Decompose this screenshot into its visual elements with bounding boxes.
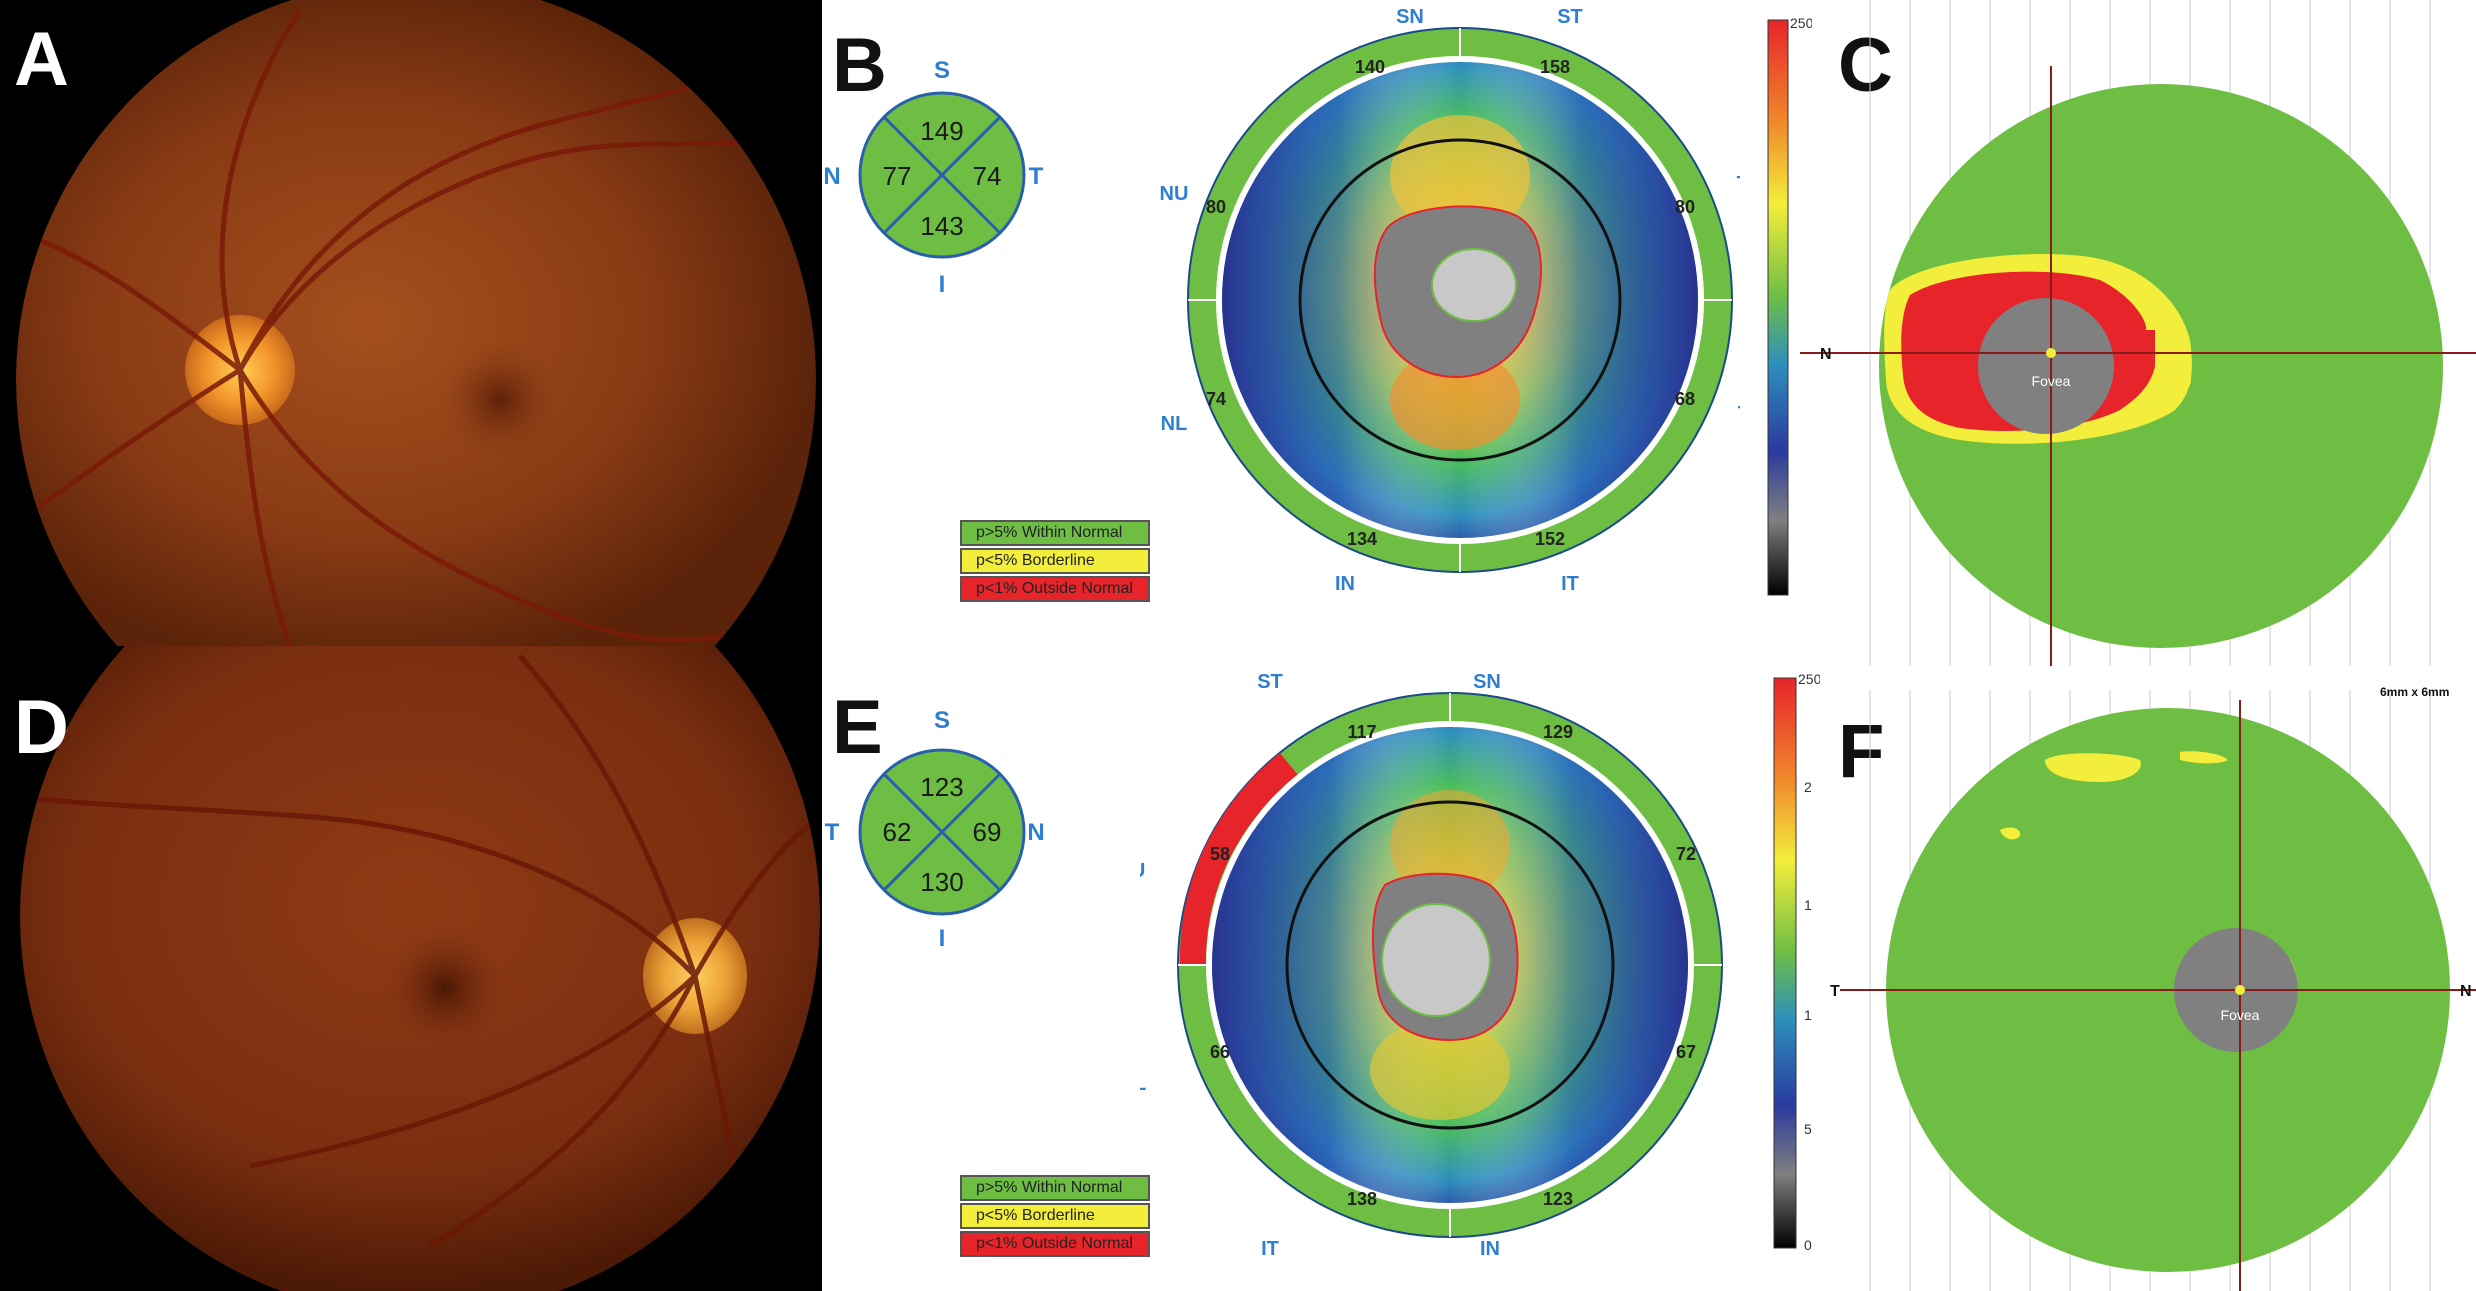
fundus-photo-d [0, 646, 822, 1291]
sector-label-nl: NL [1161, 413, 1188, 435]
axis-label-c: N [1820, 346, 1832, 363]
quadrant-map-b: S I N T 149 77 74 143 [823, 57, 1044, 298]
deviation-map-c: Fovea N [1800, 0, 2476, 666]
fovea-label-f: Fovea [2221, 1007, 2260, 1023]
sector-value-nl: 74 [1206, 389, 1226, 409]
fundus-image-d [0, 646, 822, 1291]
quadrant-label-i-e: I [939, 925, 946, 952]
legend-borderline-e: p<5% Borderline [960, 1203, 1150, 1229]
sector-value-it: 152 [1535, 529, 1565, 549]
quadrant-label-left: N [823, 163, 840, 190]
color-scale-e: 250 2 1 1 5 0 [1773, 671, 1820, 1253]
scale-tick-0-e: 0 [1804, 1237, 1812, 1253]
panel-label-c: C [1838, 23, 1893, 108]
sector-label-sn: SN [1396, 6, 1424, 28]
scan-size-label-f: 6mm x 6mm [2380, 685, 2449, 699]
quadrant-value-inferior-e: 130 [920, 867, 963, 897]
quadrant-value-superior: 149 [920, 116, 963, 146]
sector-label-st: ST [1557, 6, 1583, 28]
panel-label-e: E [832, 685, 883, 770]
sector-value-tl-e: 66 [1210, 1042, 1230, 1062]
sector-label-nu: NU [1160, 183, 1189, 205]
panel-label-b: B [832, 23, 887, 108]
scale-max-b: 250 [1790, 15, 1812, 31]
sector-value-it-e: 138 [1347, 1189, 1377, 1209]
quadrant-value-left: 77 [883, 161, 912, 191]
sector-label-it-e: IT [1261, 1238, 1279, 1260]
panel-label-f: F [1838, 709, 1885, 794]
scale-tick-1b-e: 1 [1804, 1007, 1812, 1023]
panel-label-a: A [14, 17, 69, 102]
panel-label-d: D [14, 685, 69, 770]
quadrant-value-superior-e: 123 [920, 772, 963, 802]
sector-value-sn: 140 [1355, 57, 1385, 77]
axis-label-left-f: T [1830, 983, 1840, 1000]
legend-within-normal-e: p>5% Within Normal [960, 1175, 1150, 1201]
sector-value-st-e: 117 [1347, 722, 1376, 742]
sector-label-in: IN [1335, 573, 1355, 595]
quadrant-label-right: T [1029, 163, 1044, 190]
fovea-label-c: Fovea [2032, 373, 2071, 389]
sector-value-in-e: 123 [1543, 1189, 1573, 1209]
sector-label-tl: TL [1738, 403, 1740, 425]
sector-label-it: IT [1561, 573, 1579, 595]
sector-value-nu: 80 [1206, 197, 1226, 217]
quadrant-value-right: 74 [973, 161, 1002, 191]
sector-value-st: 158 [1540, 57, 1570, 77]
quadrant-value-left-e: 62 [883, 817, 912, 847]
scale-tick-2-e: 2 [1804, 779, 1812, 795]
scale-tick-5-e: 5 [1804, 1121, 1812, 1137]
deviation-map-f: Fovea T N 6mm x 6mm [1830, 685, 2476, 1291]
quadrant-label-s-e: S [934, 707, 950, 734]
scale-tick-250-e: 250 [1798, 671, 1820, 687]
sector-value-in: 134 [1347, 529, 1377, 549]
quadrant-label-right-e: N [1027, 819, 1044, 846]
color-scale-b: 250 [1767, 15, 1812, 596]
sector-value-tl: 68 [1675, 389, 1695, 409]
legend-borderline: p<5% Borderline [960, 548, 1150, 574]
thickness-map-b: SN ST NU TU NL TL IN IT 140 158 80 80 74… [1160, 6, 1740, 595]
sector-label-sn-e: SN [1473, 671, 1501, 693]
axis-label-right-f: N [2460, 983, 2472, 1000]
legend-within-normal: p>5% Within Normal [960, 520, 1150, 546]
fovea-disc-c [1978, 298, 2114, 434]
sector-value-sn-e: 129 [1543, 722, 1573, 742]
thickness-map-e: ST SN TU NU TL NL IT IN 117 129 58 72 66… [1140, 671, 1723, 1260]
legend-b: p>5% Within Normal p<5% Borderline p<1% … [960, 520, 1160, 604]
fundus-photo-a [0, 0, 822, 646]
sector-value-nu-e: 72 [1676, 844, 1696, 864]
sector-label-tu: TU [1737, 173, 1740, 195]
legend-outside-normal: p<1% Outside Normal [960, 576, 1150, 602]
sector-value-tu: 80 [1675, 197, 1695, 217]
sector-label-st-e: ST [1257, 671, 1283, 693]
legend-e: p>5% Within Normal p<5% Borderline p<1% … [960, 1175, 1160, 1259]
quadrant-value-right-e: 69 [973, 817, 1002, 847]
sector-label-tl-e: TL [1140, 1073, 1146, 1095]
quadrant-label-left-e: T [825, 819, 840, 846]
scale-tick-1a-e: 1 [1804, 897, 1812, 913]
quadrant-label-s: S [934, 57, 950, 84]
sector-label-in-e: IN [1480, 1238, 1500, 1260]
sector-label-tu-e: TU [1140, 860, 1145, 882]
fundus-image-a [0, 0, 822, 646]
quadrant-label-i: I [939, 271, 946, 298]
quadrant-value-inferior: 143 [920, 211, 963, 241]
sector-value-nl-e: 67 [1676, 1042, 1696, 1062]
sector-value-tu-e: 58 [1210, 844, 1230, 864]
quadrant-map-e: S I T N 123 62 69 130 [825, 707, 1045, 952]
legend-outside-normal-e: p<1% Outside Normal [960, 1231, 1150, 1257]
